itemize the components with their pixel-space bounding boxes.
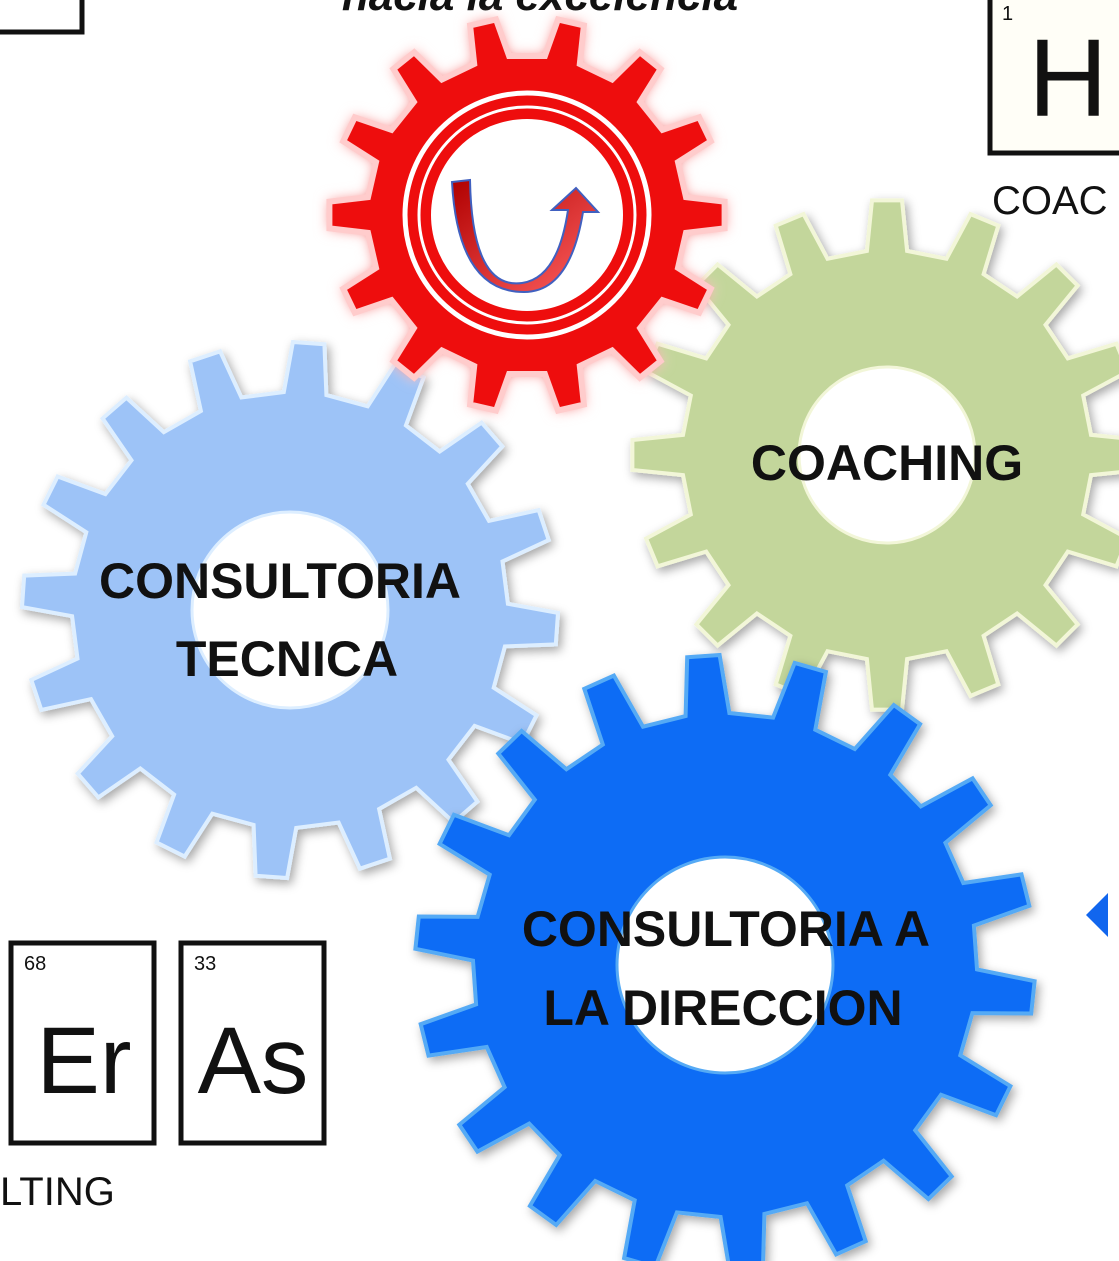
partial-frame-top-left — [0, 0, 85, 35]
element-symbol-h: H — [1028, 17, 1107, 140]
element-number-h: 1 — [1002, 3, 1013, 25]
brand-caption-top: COAC — [992, 179, 1108, 223]
u-turn-arrow-shape — [450, 178, 601, 294]
gear-management-hub-hole — [615, 855, 835, 1075]
coaching-label: COACHING — [751, 435, 1023, 491]
element-symbol-as: As — [198, 1008, 309, 1114]
management-label-line-2: LA DIRECCION — [543, 980, 902, 1036]
gear-technical-hub-hole — [190, 510, 390, 710]
u-turn-arrow-icon — [450, 178, 601, 294]
gear-consultoria-direccion — [413, 652, 1037, 1261]
gear-center-ring-outer — [402, 90, 652, 340]
gear-center-red — [326, 15, 728, 415]
gear-coaching-hub-hole — [797, 365, 977, 545]
element-tile-as — [178, 940, 327, 1146]
gear-center-ring-middle — [417, 105, 637, 325]
gear-consultoria-tecnica — [19, 339, 561, 881]
element-tile-er — [8, 940, 157, 1146]
element-number-as: 33 — [194, 953, 216, 975]
page-title-partial: hacia la excelencia — [342, 0, 738, 20]
technical-label-line-2: TECNICA — [176, 631, 398, 687]
element-tile-h — [987, 0, 1119, 156]
logo-bottom-left: 68 Er 33 As LTING — [0, 940, 327, 1214]
element-number-er: 68 — [24, 953, 46, 975]
triangle-left-icon — [1086, 893, 1108, 937]
technical-label-line-1: CONSULTORIA — [99, 553, 461, 609]
brand-caption-bottom: LTING — [0, 1170, 115, 1214]
logo-top-right: 1 H COAC — [987, 0, 1119, 223]
management-label-line-1: CONSULTORIA A — [522, 901, 930, 957]
element-symbol-er: Er — [37, 1008, 132, 1114]
gear-coaching — [630, 198, 1119, 712]
